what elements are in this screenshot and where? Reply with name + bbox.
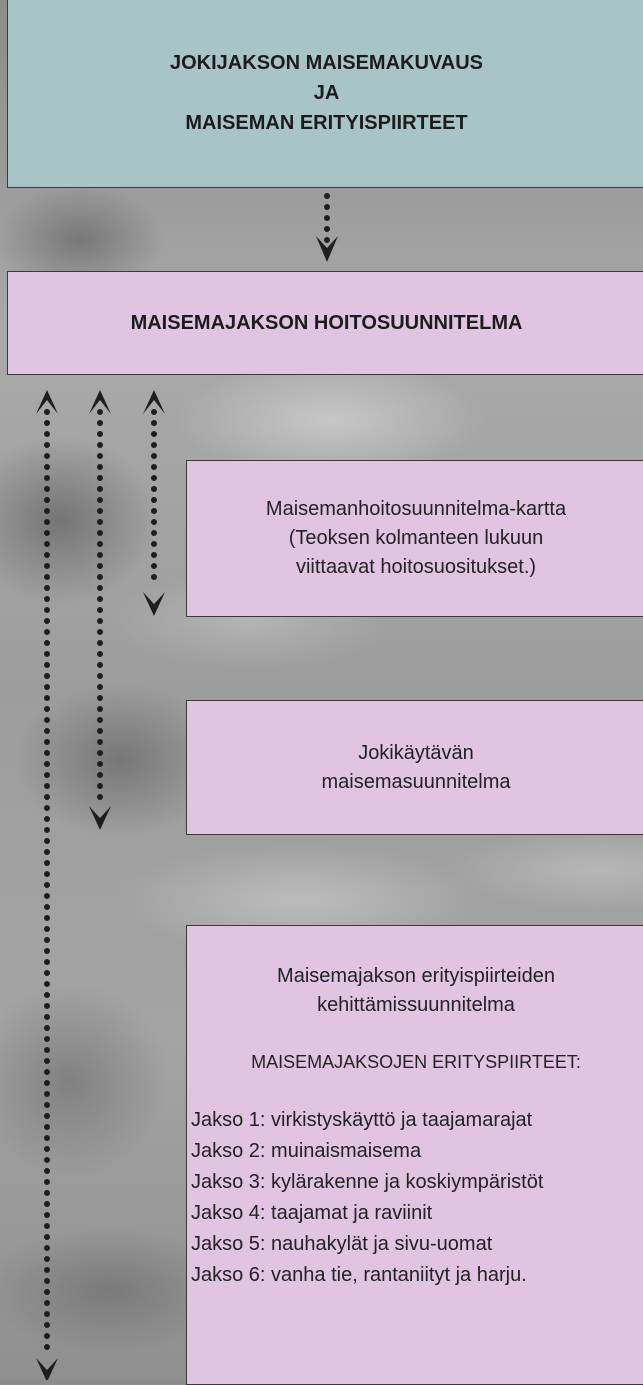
feature-list-item: Jakso 2: muinaismaisema (191, 1140, 422, 1162)
map-box-line-3: viittaavat hoitosuositukset.) (295, 556, 537, 578)
special-features-line-2: kehittämissuunnitelma (317, 994, 515, 1016)
arrow-plan-special-features (36, 390, 58, 1380)
special-features-subheading: MAISEMAJAKSOJEN ERITYSPIIRTEET: (251, 1052, 581, 1072)
feature-list: Jakso 1: virkistyskäyttö ja taajamarajat… (191, 1105, 543, 1291)
feature-list-item: Jakso 5: nauhakylät ja sivu-uomat (191, 1233, 493, 1255)
feature-list-item: Jakso 1: virkistyskäyttö ja taajamarajat (191, 1109, 533, 1131)
feature-list-item: Jakso 6: vanha tie, rantaniityt ja harju… (191, 1264, 527, 1286)
corridor-box-line-2: maisemasuunnitelma (321, 770, 511, 793)
map-box-line-1: Maisemanhoitosuunnitelma-kartta (265, 498, 567, 520)
feature-list-item: Jakso 4: taajamat ja raviinit (191, 1202, 433, 1224)
corridor-box: Jokikäytävän maisemasuunnitelma (186, 700, 643, 835)
feature-list-item: Jakso 3: kylärakenne ja koskiympäristöt (191, 1171, 544, 1193)
special-features-line-1: Maisemajakson erityispiirteiden (277, 965, 555, 987)
special-features-box: Maisemajakson erityispiirteiden kehittäm… (186, 925, 643, 1385)
landscape-description-box: JOKIJAKSON MAISEMAKUVAUS JA MAISEMAN ERI… (7, 0, 643, 188)
landscape-description-line-2: JA (313, 82, 340, 104)
landscape-description-line-3: MAISEMAN ERITYISPIIRTEET (185, 112, 468, 134)
map-box: Maisemanhoitosuunnitelma-kartta (Teoksen… (186, 460, 643, 617)
arrow-plan-map (143, 390, 165, 616)
arrow-description-to-plan (316, 193, 338, 262)
landscape-description-line-1: JOKIJAKSON MAISEMAKUVAUS (170, 52, 483, 74)
management-plan-title: MAISEMAJAKSON HOITOSUUNNITELMA (130, 312, 523, 334)
corridor-box-line-1: Jokikäytävän (358, 741, 474, 764)
map-box-line-2: (Teoksen kolmanteen lukuun (288, 527, 544, 549)
management-plan-box: MAISEMAJAKSON HOITOSUUNNITELMA (7, 271, 643, 375)
arrow-plan-corridor (89, 390, 111, 830)
